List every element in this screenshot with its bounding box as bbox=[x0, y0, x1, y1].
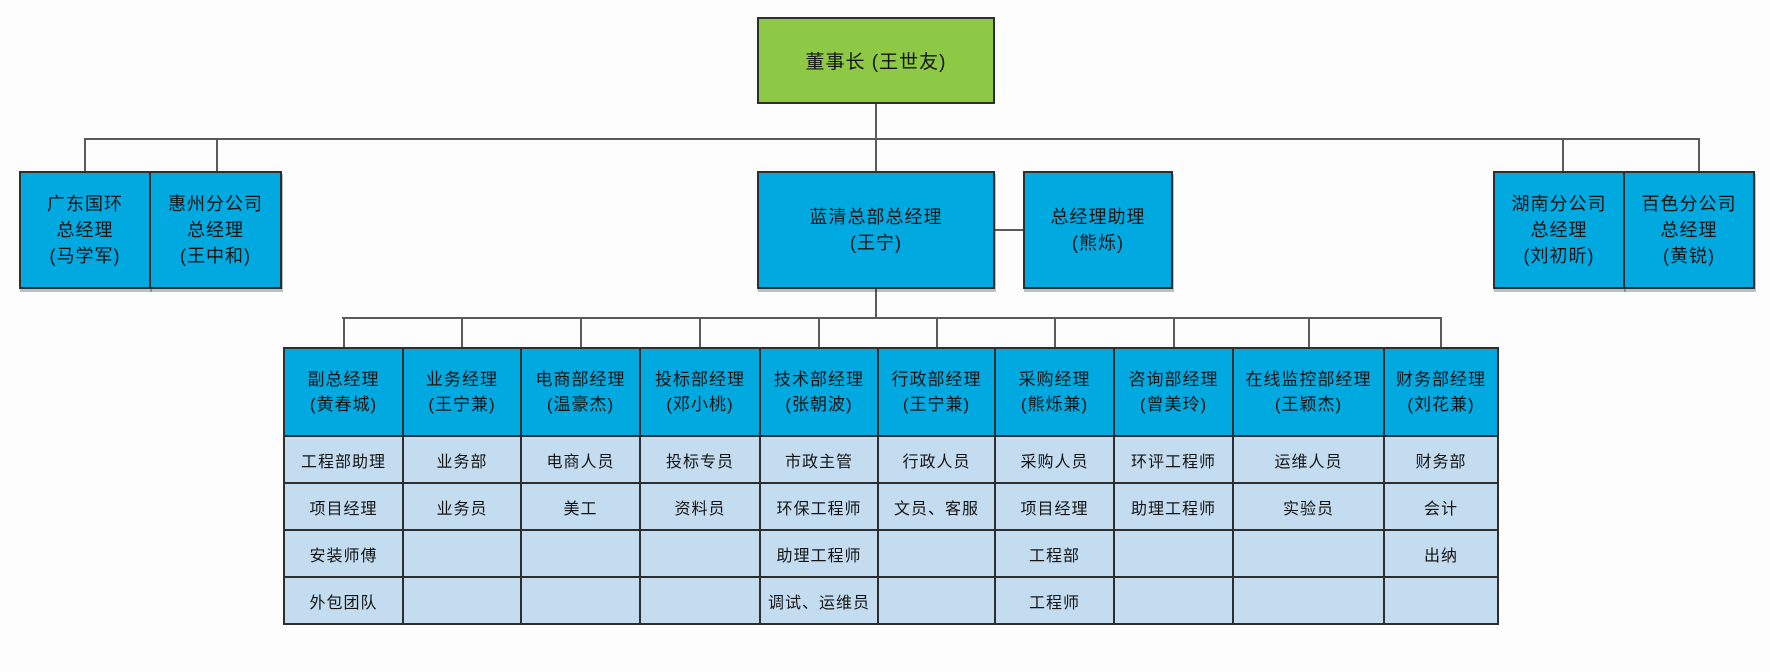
dept-header: 电商部经理 (温豪杰) bbox=[520, 347, 641, 437]
dept-header: 技术部经理 (张朝波) bbox=[759, 347, 879, 437]
staff-cell: 业务部 bbox=[402, 435, 522, 484]
staff-cell bbox=[877, 529, 996, 578]
staff-cell: 业务员 bbox=[402, 482, 522, 531]
staff-cell: 项目经理 bbox=[994, 482, 1115, 531]
connector-drop bbox=[1440, 317, 1442, 347]
staff-cell: 工程部 bbox=[994, 529, 1115, 578]
staff-cell bbox=[639, 576, 761, 625]
staff-cell: 环保工程师 bbox=[759, 482, 879, 531]
connector-drop bbox=[580, 317, 582, 347]
staff-cell bbox=[402, 576, 522, 625]
staff-cell bbox=[402, 529, 522, 578]
dept-header: 行政部经理 (王宁兼) bbox=[877, 347, 996, 437]
staff-cell: 市政主管 bbox=[759, 435, 879, 484]
staff-cell bbox=[520, 576, 641, 625]
connector-drop bbox=[699, 317, 701, 347]
staff-row: 工程部助理业务部电商人员投标专员市政主管行政人员采购人员环评工程师运维人员财务部 bbox=[283, 435, 1499, 484]
connector-chairman-vertical bbox=[875, 104, 877, 171]
connector-level2-horizontal bbox=[342, 317, 1440, 319]
staff-cell: 文员、客服 bbox=[877, 482, 996, 531]
staff-cell: 工程部助理 bbox=[283, 435, 404, 484]
staff-cell: 资料员 bbox=[639, 482, 761, 531]
connector-assistant-link bbox=[995, 229, 1023, 231]
staff-cell bbox=[1113, 576, 1234, 625]
staff-cell bbox=[877, 576, 996, 625]
dept-header: 投标部经理 (邓小桃) bbox=[639, 347, 761, 437]
staff-cell: 项目经理 bbox=[283, 482, 404, 531]
staff-cell bbox=[520, 529, 641, 578]
staff-cell bbox=[1232, 529, 1385, 578]
staff-cell bbox=[639, 529, 761, 578]
exec-box-gm-assistant: 总经理助理 (熊烁) bbox=[1023, 171, 1173, 289]
connector-drop bbox=[1562, 138, 1564, 171]
connector-drop bbox=[1308, 317, 1310, 347]
staff-cell: 投标专员 bbox=[639, 435, 761, 484]
staff-cell: 行政人员 bbox=[877, 435, 996, 484]
connector-drop bbox=[1054, 317, 1056, 347]
staff-cell: 出纳 bbox=[1383, 529, 1499, 578]
exec-box-guangdong-guohuan: 广东国环 总经理 (马学军) bbox=[19, 171, 151, 289]
staff-cell: 安装师傅 bbox=[283, 529, 404, 578]
connector-hq-vertical bbox=[875, 289, 877, 318]
connector-level1-horizontal bbox=[84, 138, 1700, 140]
department-table: 副总经理 (黄春城)业务经理 (王宁兼)电商部经理 (温豪杰)投标部经理 (邓小… bbox=[283, 347, 1499, 625]
staff-cell: 采购人员 bbox=[994, 435, 1115, 484]
chairman-box: 董事长 (王世友) bbox=[757, 17, 995, 104]
connector-drop bbox=[461, 317, 463, 347]
staff-cell: 电商人员 bbox=[520, 435, 641, 484]
connector-drop bbox=[936, 317, 938, 347]
dept-header: 副总经理 (黄春城) bbox=[283, 347, 404, 437]
staff-cell: 财务部 bbox=[1383, 435, 1499, 484]
dept-header: 业务经理 (王宁兼) bbox=[402, 347, 522, 437]
dept-header: 在线监控部经理 (王颖杰) bbox=[1232, 347, 1385, 437]
staff-cell: 助理工程师 bbox=[759, 529, 879, 578]
exec-box-lanqing-hq: 蓝清总部总经理 (王宁) bbox=[757, 171, 995, 289]
dept-header: 采购经理 (熊烁兼) bbox=[994, 347, 1115, 437]
staff-cell: 外包团队 bbox=[283, 576, 404, 625]
staff-row: 项目经理业务员美工资料员环保工程师文员、客服项目经理助理工程师实验员会计 bbox=[283, 482, 1499, 531]
exec-box-baise-branch: 百色分公司 总经理 (黄锐) bbox=[1623, 171, 1755, 289]
connector-drop bbox=[818, 317, 820, 347]
staff-row: 外包团队 调试、运维员 工程师 bbox=[283, 576, 1499, 625]
exec-box-huizhou-branch: 惠州分公司 总经理 (王中和) bbox=[149, 171, 282, 289]
connector-drop bbox=[1173, 317, 1175, 347]
staff-row: 安装师傅 助理工程师 工程部 出纳 bbox=[283, 529, 1499, 578]
connector-drop bbox=[1698, 138, 1700, 171]
staff-cell: 会计 bbox=[1383, 482, 1499, 531]
connector-drop bbox=[84, 138, 86, 171]
staff-cell bbox=[1383, 576, 1499, 625]
staff-cell: 环评工程师 bbox=[1113, 435, 1234, 484]
staff-cell: 工程师 bbox=[994, 576, 1115, 625]
staff-cell: 调试、运维员 bbox=[759, 576, 879, 625]
staff-cell: 美工 bbox=[520, 482, 641, 531]
dept-header: 咨询部经理 (曾美玲) bbox=[1113, 347, 1234, 437]
dept-header: 财务部经理 (刘花兼) bbox=[1383, 347, 1499, 437]
staff-cell: 运维人员 bbox=[1232, 435, 1385, 484]
staff-cell bbox=[1113, 529, 1234, 578]
connector-drop bbox=[343, 317, 345, 347]
connector-drop bbox=[216, 138, 218, 171]
staff-cell bbox=[1232, 576, 1385, 625]
staff-cell: 助理工程师 bbox=[1113, 482, 1234, 531]
staff-cell: 实验员 bbox=[1232, 482, 1385, 531]
exec-box-hunan-branch: 湖南分公司 总经理 (刘初昕) bbox=[1493, 171, 1625, 289]
